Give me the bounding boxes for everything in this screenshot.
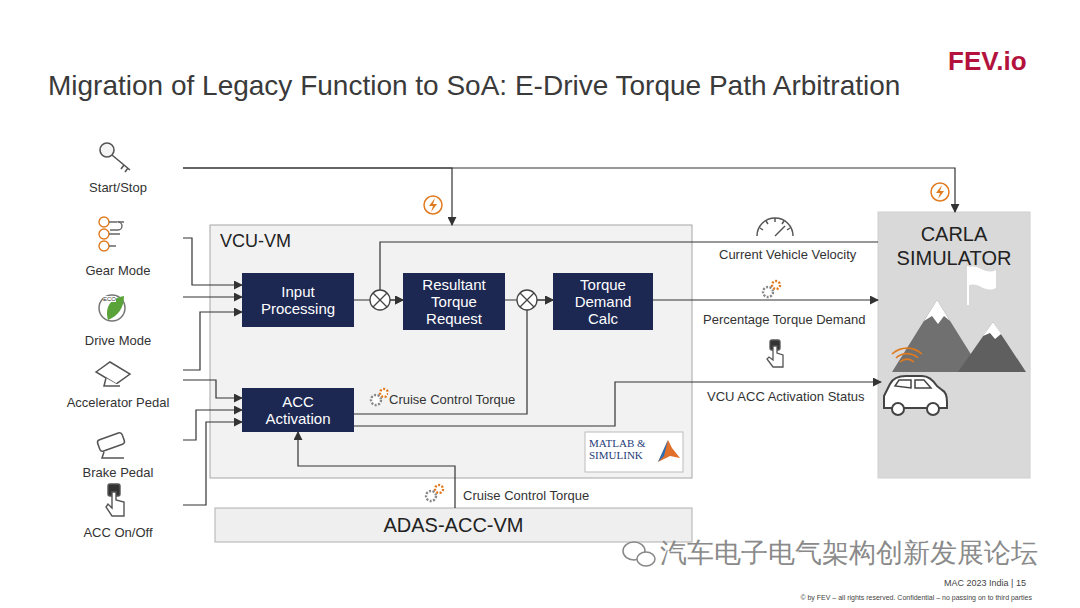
process-box: Torque Demand Calc [553,273,653,330]
signal-label: Cruise Control Torque [462,488,590,503]
signal-connector [653,299,878,300]
input-signal: Start/Stop [53,140,183,195]
panel-fills [210,212,1030,542]
process-box: Input Processing [242,273,354,327]
box-label: Resultant Torque Request [409,276,499,327]
box-label: Input Processing [248,283,348,317]
gear-mode-icon [99,217,124,251]
input-signal: Gear Mode [53,220,183,278]
simulator-scene [884,266,1026,415]
tool-logo: MATLAB & SIMULINK [589,437,657,461]
signal-connector [354,382,881,426]
input-signal: Drive Mode [53,285,183,348]
module-panel: ADAS-ACC-VM [215,508,692,542]
signal-connector [298,432,455,508]
box-label: ACC Activation [248,393,348,427]
signal-connector [183,410,242,440]
input-signal: Accelerator Pedal [53,356,183,410]
brake-pedal-icon [97,432,126,458]
slide-title: Migration of Legacy Function to SoA: E-D… [48,70,900,102]
matlab-logo [585,432,683,472]
input-signal: ACC On/Off [53,490,183,540]
panel-fill [878,212,1030,478]
signal-label: VCU ACC Activation Status [706,389,866,404]
input-signal: Brake Pedal [53,425,183,480]
watermark: 汽车电子电气架构创新发展论坛 [660,538,1038,568]
power-icon [424,183,949,214]
page-number: MAC 2023 India | 15 [944,578,1026,588]
speedometer-icon [757,218,793,236]
panel-title: VCU-VM [220,231,291,252]
signal-connector [183,312,242,370]
wechat-icon [623,542,655,566]
process-box: ACC Activation [242,388,354,432]
button-hand-icon [767,340,783,367]
signal-name: Drive Mode [85,333,151,348]
accelerator-pedal-icon [96,362,130,386]
signal-name: Brake Pedal [83,465,154,480]
signal-name: ACC On/Off [83,525,152,540]
signal-name: Gear Mode [85,263,150,278]
signal-label: Percentage Torque Demand [702,312,866,327]
icon-text: ECO [103,296,116,302]
signal-connector [183,380,242,398]
eco-icon [99,295,125,321]
copyright-note: © by FEV – all rights reserved. Confiden… [800,594,1032,601]
signal-name: Start/Stop [89,180,147,195]
signal-connector [183,296,242,297]
button-hand-icon [106,484,124,516]
signal-label: Cruise Control Torque [388,392,516,407]
simulator-panel: CARLA SIMULATOR [878,212,1030,478]
panel-title: CARLA SIMULATOR [889,222,1019,270]
panel-fill [210,225,692,478]
signal-connector [183,168,955,212]
signal-connector [183,168,452,225]
signal-label: Current Vehicle Velocity [718,247,857,262]
company-logo: FEV.io [948,46,1027,77]
panel-title: ADAS-ACC-VM [383,514,523,537]
box-label: Torque Demand Calc [559,276,647,327]
signal-connector [183,422,242,505]
panel-fill [215,508,692,542]
key-icon [100,143,130,172]
signal-name: Accelerator Pedal [67,395,170,410]
process-box: Resultant Torque Request [403,273,505,330]
